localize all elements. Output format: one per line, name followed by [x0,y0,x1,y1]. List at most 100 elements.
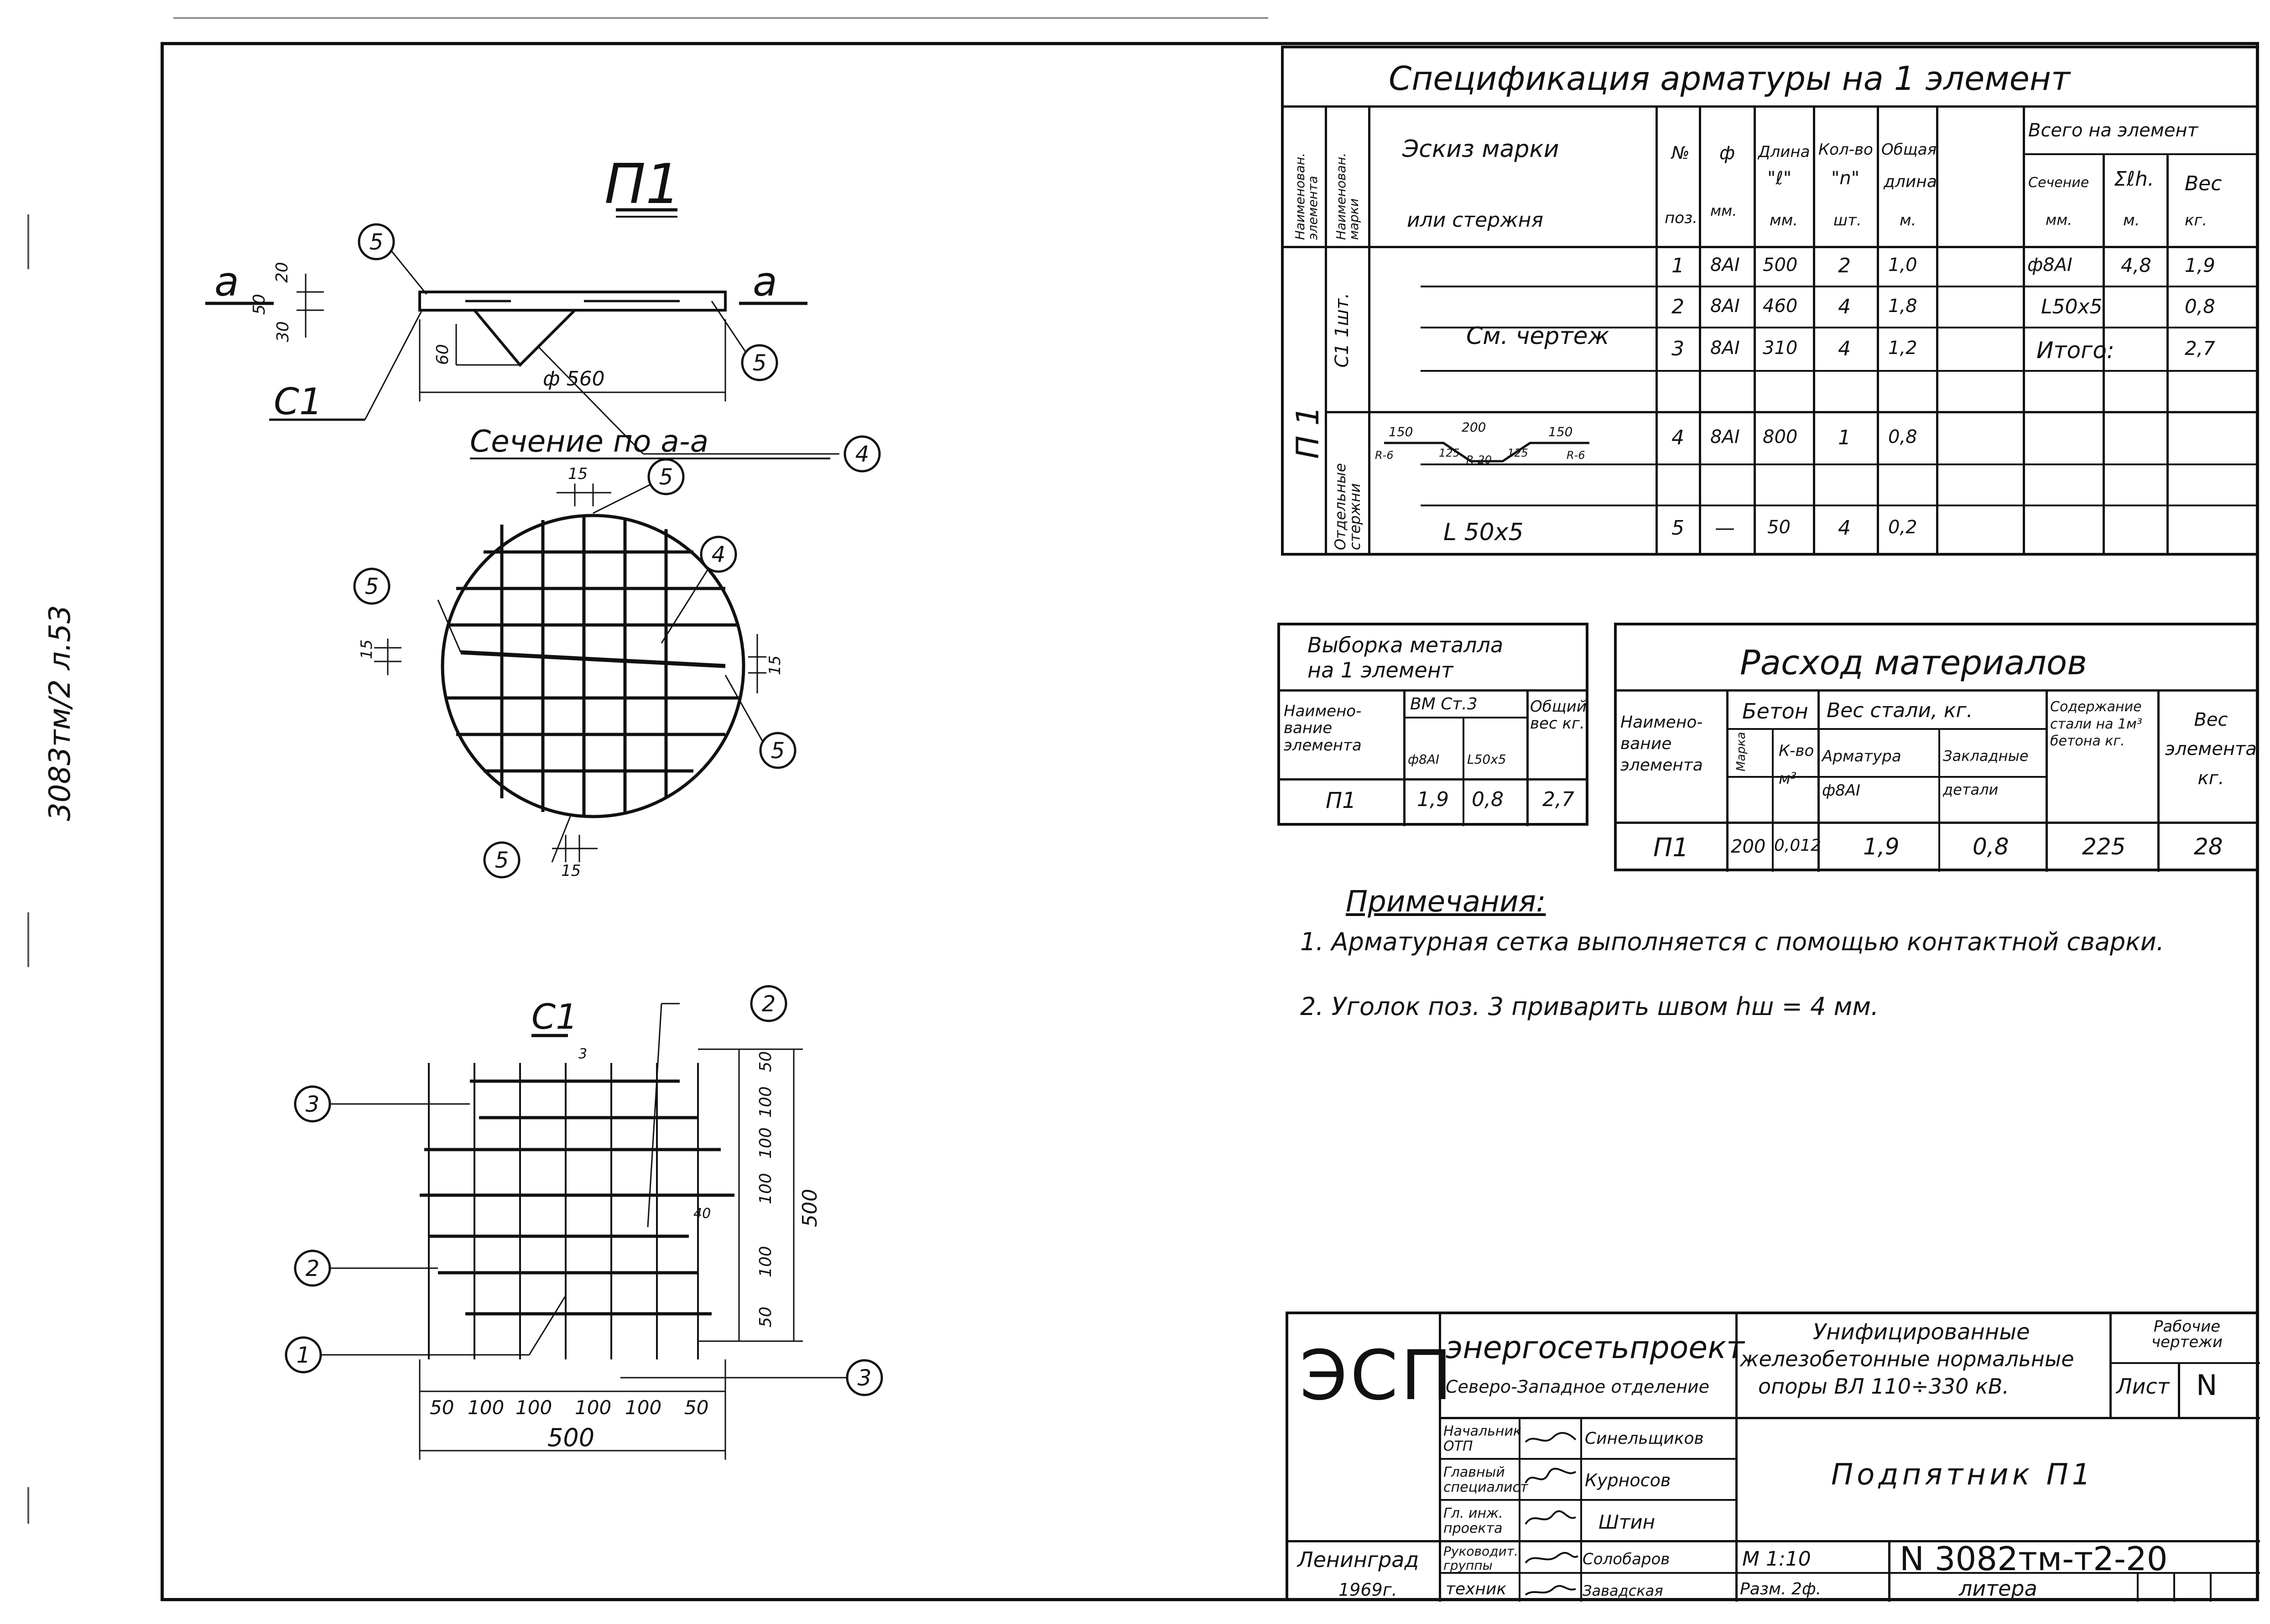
metal-h-vm: ВМ Ст.3 [1410,695,1478,713]
callout-num: 3 [858,1365,872,1391]
metal-h-f: ф8AI [1408,752,1440,767]
mat-row-mark: 200 [1731,836,1766,857]
metal-title-2: на 1 элемент [1307,658,1453,682]
callout-5 [358,223,395,260]
signature-name: Курносов [1585,1470,1671,1490]
scale: М 1:10 [1742,1547,1811,1571]
materials-table: Расход материалов Наимено-вание элемента… [1614,623,2259,872]
year: 1969г. [1338,1580,1397,1600]
signature-name: Синельщиков [1585,1429,1704,1448]
callout-2 [294,1249,331,1287]
angle-label: L 50х5 [1443,519,1524,546]
part-mark-c1: С1 [274,380,323,423]
h-name-mark: Наименован. марки [1333,152,1361,240]
mat-row-arm: 1,9 [1863,833,1900,860]
callout-5 [741,344,778,381]
total-sum: 4,8 [2121,254,2151,276]
h-tot-2: длина [1884,172,1937,191]
mat-row-content: 225 [2082,833,2126,860]
dim-right: 100 [756,1173,775,1204]
drawing-area: П1 а а С1 20 50 30 60 ф 560 Сечение по а… [205,153,883,1460]
signature-name: Завадская [1583,1582,1663,1599]
mat-h-weight: Вес элемента кг. [2165,709,2257,789]
total-weight: 2,7 [2185,337,2215,359]
callout-2 [750,985,787,1022]
total-weight: 1,9 [2185,254,2215,276]
callout-num: 5 [495,848,509,873]
group-separate: Отдельные стержни [1332,463,1364,550]
cell-dia: 8AI [1710,338,1740,359]
h-sum-1: Σℓh. [2114,167,2154,191]
cell-tot: 0,2 [1888,517,1917,538]
drawing-name: Подпятник П1 [1831,1458,2094,1492]
role: Главный специалист [1443,1464,1528,1495]
sheet-number: N [2196,1369,2218,1402]
metal-row-name: П1 [1326,788,1356,813]
bend-radius: R-20 [1466,453,1492,463]
mat-h-arm: Арматура ф8AI [1822,747,1901,800]
note-1: 1. Арматурная сетка выполняется с помощь… [1300,927,2165,956]
section-title: Сечение по а-а [470,424,708,459]
sheet-label: Лист [2116,1374,2170,1399]
callout-num: 5 [753,350,767,376]
cell-qty: 1 [1838,426,1851,449]
callout-num: 5 [659,464,673,490]
h-sum-2: м. [2123,211,2140,229]
dim-bottom: 100 [575,1396,611,1419]
group-c1: С1 1шт. [1332,292,1353,368]
dim-right: 50 [756,1306,775,1327]
h-tot-3: м. [1900,211,1916,229]
cell-qty: 4 [1838,337,1851,360]
cell-dia: 8AI [1710,255,1740,276]
callout-5 [483,841,521,879]
dim-15-bottom: 15 [561,862,581,880]
cell-len: 460 [1763,296,1798,317]
role: Руководит. группы [1443,1544,1518,1573]
mat-h-name: Наимено-вание элемента [1620,713,1703,775]
mat-row-name: П1 [1653,833,1689,863]
dim-right: 100 [756,1086,775,1118]
dim-30: 30 [274,321,292,342]
callout-num: 5 [370,229,384,255]
h-qty-1: Кол-во [1818,141,1873,159]
cell-len: 500 [1763,255,1798,276]
metal-h-l: L50х5 [1467,752,1506,767]
cell-qty: 2 [1838,254,1851,277]
dim-bottom: 100 [515,1396,552,1419]
callout-4 [843,435,881,473]
top-scan-line [173,17,1268,19]
mat-h-emb: Закладные детали [1943,747,2029,798]
total-sec: L50х5 [2041,295,2103,318]
h-tot-1: Общая [1881,141,1937,159]
materials-title: Расход материалов [1740,643,2087,682]
project-1: Унифицированные [1813,1319,2030,1345]
callout-num: 5 [365,574,379,599]
h-w-1: Вес [2185,172,2222,195]
org-sub: Северо-Западное отделение [1446,1377,1709,1397]
cell-tot: 0,8 [1888,427,1917,448]
dim-bottom: 100 [468,1396,504,1419]
signature-name: Солобаров [1583,1550,1670,1568]
callout-num: 4 [855,442,869,467]
total-sec: ф8AI [2027,255,2072,276]
callout-5 [759,732,797,769]
margin-tick [27,214,29,269]
dim-bottom: 50 [684,1396,708,1419]
dim-3: 3 [578,1046,587,1062]
callout-4 [700,536,737,573]
total-weight: 0,8 [2185,295,2215,318]
bend-radius: R-6 [1567,449,1585,462]
org-name: энергосетьпроект [1446,1330,1744,1366]
cell-len: 50 [1767,517,1791,538]
drawing-title: П1 [604,153,681,216]
cell-pos: 5 [1671,516,1684,540]
callout-1 [285,1336,322,1374]
bend-dim: 125 [1507,447,1528,459]
metal-h-tot: Общий вес кг. [1530,697,1587,733]
mat-h-content: Содержание стали на 1м³ бетона кг. [2050,699,2142,749]
cell-tot: 1,0 [1888,255,1917,276]
h-sec-1: Сечение [2028,175,2089,191]
city: Ленинград [1297,1547,1419,1572]
mat-row-weight: 28 [2194,833,2223,860]
dim-phi560: ф 560 [543,367,605,390]
